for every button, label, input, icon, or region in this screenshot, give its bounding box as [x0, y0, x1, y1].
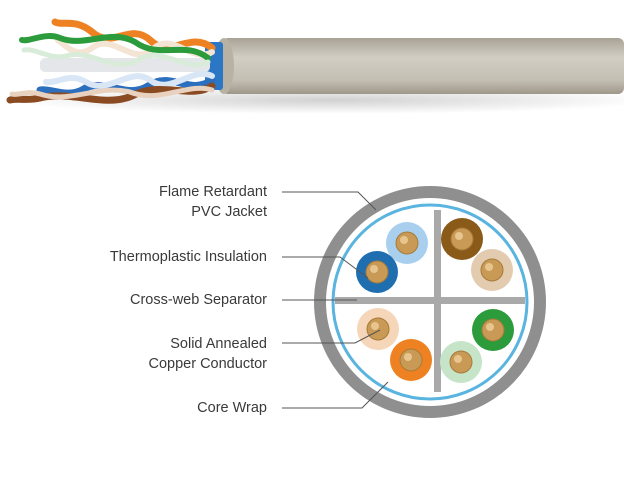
label-pvc-jacket: Flame Retardant PVC Jacket: [159, 182, 267, 222]
separator-vertical: [434, 210, 441, 392]
conductor-green-white: [440, 341, 482, 383]
copper-highlight-blue-white: [400, 236, 408, 244]
copper-core-brown: [451, 228, 473, 250]
leader-jacket: [282, 192, 376, 210]
copper-core-brown-white: [481, 259, 503, 281]
cable-cross-section: [314, 186, 546, 418]
label-insulation: Thermoplastic Insulation: [110, 247, 267, 267]
copper-highlight-blue: [370, 265, 378, 273]
copper-highlight-green: [486, 323, 494, 331]
twisted-pairs: [10, 22, 212, 100]
copper-highlight-green-white: [454, 355, 462, 363]
copper-core-blue-white: [396, 232, 418, 254]
label-pvc-jacket-line1: Flame Retardant: [159, 182, 267, 202]
label-conductor-line2: Copper Conductor: [149, 354, 268, 374]
conductor-brown: [441, 218, 483, 260]
label-pvc-jacket-line2: PVC Jacket: [159, 202, 267, 222]
copper-core-orange: [400, 349, 422, 371]
conductor-orange-white: [357, 308, 399, 350]
copper-highlight-orange: [404, 353, 412, 361]
copper-core-blue: [366, 261, 388, 283]
label-separator-text: Cross-web Separator: [130, 290, 267, 310]
label-core-wrap: Core Wrap: [197, 398, 267, 418]
label-conductor: Solid Annealed Copper Conductor: [149, 334, 268, 374]
copper-highlight-brown: [455, 232, 463, 240]
copper-core-green: [482, 319, 504, 341]
cable-side-view: [0, 22, 624, 114]
label-insulation-text: Thermoplastic Insulation: [110, 247, 267, 267]
label-core-wrap-text: Core Wrap: [197, 398, 267, 418]
conductor-orange: [390, 339, 432, 381]
label-separator: Cross-web Separator: [130, 290, 267, 310]
separator-horizontal: [335, 297, 525, 304]
conductor-blue: [356, 251, 398, 293]
copper-core-orange-white: [367, 318, 389, 340]
conductor-brown-white: [471, 249, 513, 291]
copper-highlight-brown-white: [485, 263, 493, 271]
conductor-green: [472, 309, 514, 351]
cable-jacket: [222, 38, 624, 94]
copper-highlight-orange-white: [371, 322, 379, 330]
label-conductor-line1: Solid Annealed: [149, 334, 268, 354]
copper-core-green-white: [450, 351, 472, 373]
